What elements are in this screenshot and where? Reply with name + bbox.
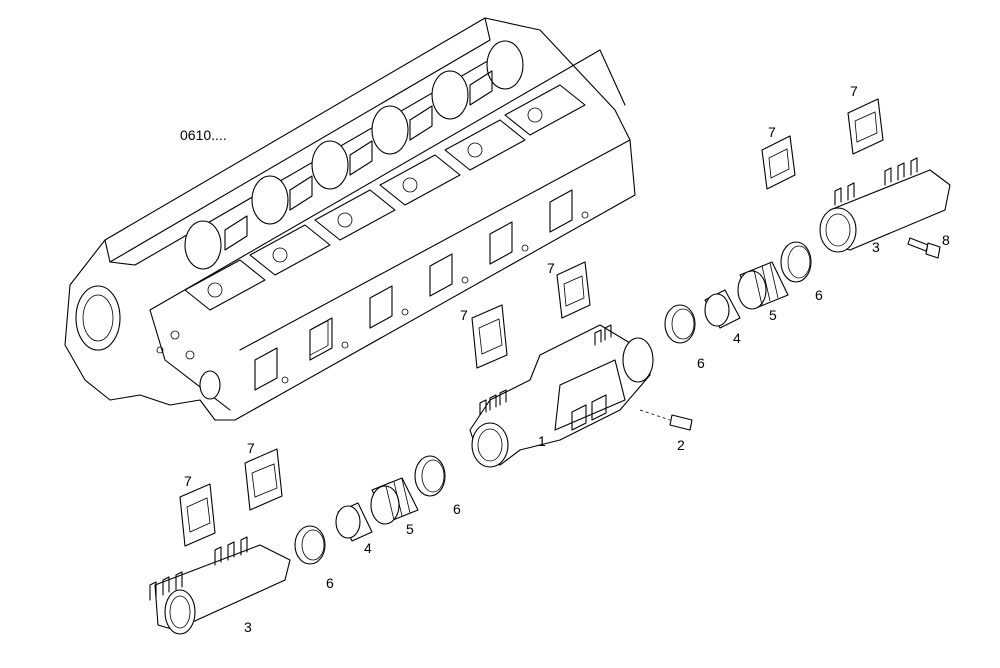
clamp-upper-a-part xyxy=(664,304,696,344)
gasket-e-part xyxy=(179,483,216,547)
callout-bellows-lower: 5 xyxy=(406,521,414,537)
callout-clamp-upper-a: 6 xyxy=(697,355,705,371)
reference-code: 0610.... xyxy=(180,127,227,143)
callout-gasket-b: 7 xyxy=(850,83,858,99)
callout-manifold-end-left: 3 xyxy=(244,619,252,635)
callout-manifold-end-right: 3 xyxy=(872,239,880,255)
manifold-end-left-part xyxy=(149,536,291,635)
callout-gasket-d: 7 xyxy=(547,260,555,276)
gasket-a-part xyxy=(761,135,796,190)
callout-bellows-upper: 5 xyxy=(769,307,777,323)
callout-sleeve-lower: 4 xyxy=(364,540,372,556)
sleeve-upper-part xyxy=(704,289,741,329)
callout-clamp-lower-b: 6 xyxy=(453,501,461,517)
sleeve-lower-part xyxy=(335,502,373,542)
stud-part xyxy=(639,409,693,431)
callout-gasket-f: 7 xyxy=(247,440,255,456)
callout-bolt: 8 xyxy=(942,232,950,248)
manifold-end-right-part xyxy=(819,157,951,253)
callout-sleeve-upper: 4 xyxy=(733,330,741,346)
callout-stud: 2 xyxy=(677,437,685,453)
callout-gasket-c: 7 xyxy=(460,307,468,323)
callout-gasket-a: 7 xyxy=(768,124,776,140)
gasket-c-part xyxy=(471,304,508,369)
bolt-part xyxy=(907,237,941,259)
clamp-lower-b-part xyxy=(414,455,446,497)
gasket-b-part xyxy=(847,98,884,155)
clamp-lower-a-part xyxy=(294,525,326,565)
gasket-f-part xyxy=(244,448,283,511)
callout-manifold-center: 1 xyxy=(538,433,546,449)
cylinder-head xyxy=(64,17,636,421)
bellows-upper-part xyxy=(737,261,789,310)
bellows-lower-part xyxy=(370,477,419,525)
gasket-d-part xyxy=(556,261,591,319)
callout-clamp-lower-a: 6 xyxy=(326,575,334,591)
callout-clamp-upper-b: 6 xyxy=(815,287,823,303)
manifold-center-part xyxy=(469,324,654,468)
callout-gasket-e: 7 xyxy=(184,473,192,489)
clamp-upper-b-part xyxy=(780,241,812,283)
